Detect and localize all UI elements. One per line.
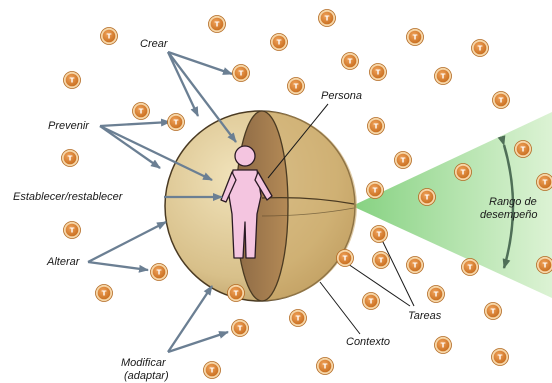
task-token-icon: T [407,257,424,274]
task-token-icon: T [537,174,552,191]
task-token-letter: T [294,83,299,91]
task-token-icon: T [395,152,412,169]
task-token-icon: T [337,250,354,267]
task-token-icon: T [485,303,502,320]
task-token-icon: T [515,141,532,158]
context-sphere [165,111,357,301]
label-crear: Crear [140,38,168,50]
task-token-letter: T [461,169,466,177]
task-token-icon: T [407,29,424,46]
task-token-letter: T [498,354,503,362]
task-token-icon: T [462,259,479,276]
task-token-letter: T [376,69,381,77]
label-modificar: Modificar [121,357,166,369]
task-token-letter: T [107,33,112,41]
task-token-letter: T [70,227,75,235]
task-token-letter: T [325,15,330,23]
task-token-letter: T [441,342,446,350]
task-token-letter: T [379,257,384,265]
task-token-letter: T [543,179,548,187]
task-token-letter: T [348,58,353,66]
task-token-letter: T [478,45,483,53]
task-token-icon: T [319,10,336,27]
task-token-icon: T [168,114,185,131]
task-token-letter: T [373,187,378,195]
task-token-icon: T [290,310,307,327]
task-token-letter: T [468,264,473,272]
task-token-letter: T [323,363,328,371]
task-token-letter: T [434,291,439,299]
label-contexto: Contexto [346,336,390,348]
label-adaptar: (adaptar) [124,370,169,382]
task-token-letter: T [413,34,418,42]
task-token-icon: T [62,150,79,167]
task-token-letter: T [102,290,107,298]
task-token-letter: T [499,97,504,105]
task-token-letter: T [521,146,526,154]
task-token-letter: T [277,39,282,47]
task-token-icon: T [370,64,387,81]
label-alterar: Alterar [47,256,79,268]
label-persona: Persona [321,90,362,102]
task-token-letter: T [210,367,215,375]
task-token-icon: T [271,34,288,51]
task-token-letter: T [377,231,382,239]
task-token-icon: T [428,286,445,303]
task-token-icon: T [133,103,150,120]
task-token-icon: T [367,182,384,199]
task-token-letter: T [139,108,144,116]
task-token-icon: T [537,257,552,274]
task-token-letter: T [174,119,179,127]
task-token-letter: T [543,262,548,270]
task-token-letter: T [70,77,75,85]
task-token-letter: T [491,308,496,316]
label-rango-de: Rango de [489,196,537,208]
task-token-letter: T [374,123,379,131]
label-prevenir: Prevenir [48,120,89,132]
task-token-icon: T [101,28,118,45]
task-token-icon: T [228,285,245,302]
task-token-letter: T [239,70,244,78]
task-token-letter: T [215,21,220,29]
task-token-letter: T [343,255,348,263]
task-token-icon: T [371,226,388,243]
label-desempeno: desempeño [480,209,538,221]
task-token-letter: T [413,262,418,270]
task-token-letter: T [68,155,73,163]
task-token-icon: T [493,92,510,109]
task-token-icon: T [492,349,509,366]
task-token-letter: T [369,298,374,306]
task-token-icon: T [419,189,436,206]
task-token-icon: T [233,65,250,82]
task-token-letter: T [401,157,406,165]
task-token-letter: T [157,269,162,277]
task-token-icon: T [472,40,489,57]
task-token-letter: T [238,325,243,333]
task-token-icon: T [232,320,249,337]
task-token-icon: T [435,337,452,354]
task-token-icon: T [151,264,168,281]
task-token-icon: T [64,72,81,89]
task-token-letter: T [296,315,301,323]
task-token-letter: T [425,194,430,202]
task-token-letter: T [234,290,239,298]
task-token-icon: T [209,16,226,33]
task-token-icon: T [363,293,380,310]
task-token-letter: T [441,73,446,81]
task-token-icon: T [373,252,390,269]
task-token-icon: T [96,285,113,302]
task-token-icon: T [435,68,452,85]
label-tareas: Tareas [408,310,441,322]
label-establecer: Establecer/restablecer [13,191,122,203]
task-token-icon: T [342,53,359,70]
task-token-icon: T [204,362,221,379]
task-token-icon: T [64,222,81,239]
task-token-icon: T [368,118,385,135]
task-token-icon: T [317,358,334,375]
task-token-icon: T [455,164,472,181]
task-token-icon: T [288,78,305,95]
